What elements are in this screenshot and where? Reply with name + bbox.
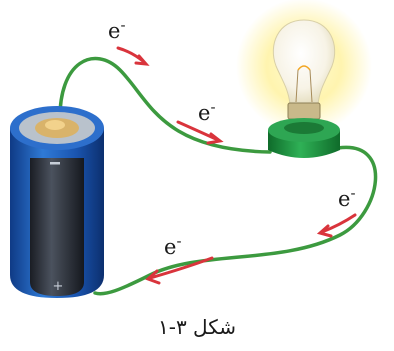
electron-label-3: e- (338, 184, 356, 211)
electron-label-4: e- (164, 232, 182, 259)
electron-arrow-icon (116, 46, 150, 66)
wire-battery-to-bulb (58, 56, 272, 154)
light-bulb-icon (236, 0, 372, 158)
figure-caption: شکل ۳-۱ (157, 315, 237, 339)
electron-arrow-icon (316, 213, 357, 238)
electron-arrow-icon (145, 256, 214, 285)
electron-label-1: e- (108, 16, 126, 43)
electron-arrow-icon (176, 120, 224, 145)
electron-label-2: e- (198, 98, 216, 125)
svg-text:+: + (53, 279, 64, 294)
wire-bulb-to-battery (93, 145, 378, 296)
battery-icon: + (10, 106, 104, 298)
